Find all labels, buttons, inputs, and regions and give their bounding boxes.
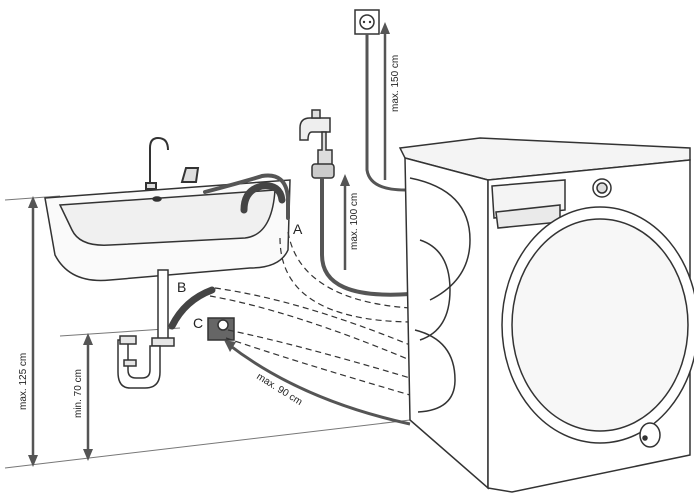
tap-height-arrow: [340, 174, 350, 270]
drain-hose-a: [203, 173, 290, 220]
socket-height-arrow: [380, 22, 390, 180]
wall-socket: [354, 9, 380, 35]
water-tap: [299, 109, 335, 179]
drain-hose-b: [168, 286, 216, 330]
sink-trap: [117, 269, 175, 389]
sink-height-label: max. 125 cm: [18, 353, 29, 410]
drain-distance-arrow: [224, 340, 411, 426]
point-b-label: B: [177, 279, 186, 295]
dashed-drain-paths: [209, 231, 411, 396]
socket-height-label: max. 150 cm: [390, 55, 401, 112]
sink-height-arrow: [28, 196, 38, 467]
drain-height-label: min. 70 cm: [73, 369, 84, 418]
faucet: [145, 136, 200, 190]
inlet-hose: [320, 178, 411, 297]
point-c-label: C: [193, 315, 203, 331]
point-a-label: A: [293, 221, 303, 237]
wall-drain-c: [207, 317, 235, 341]
sink: [44, 179, 291, 282]
tap-height-label: max. 100 cm: [349, 193, 360, 250]
power-cable: [365, 34, 406, 192]
drain-height-arrow: [83, 333, 93, 461]
washing-machine: [398, 137, 694, 493]
